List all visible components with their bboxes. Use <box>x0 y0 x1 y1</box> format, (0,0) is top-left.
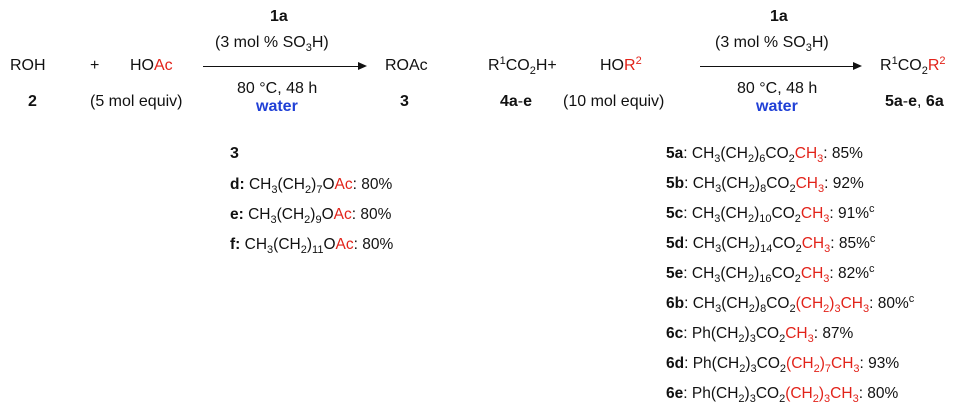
left-list-item: e: CH3(CH2)9OAc: 80% <box>230 206 392 226</box>
conditions-left: 80 °C, 48 h <box>237 80 318 97</box>
compound-number-5a-e-6a: 5a-e, 6a <box>885 93 944 110</box>
right-list-item: 6e: Ph(CH2)3CO2(CH2)3CH3: 80% <box>666 385 899 405</box>
solvent-water-left: water <box>256 98 298 115</box>
right-list-item: 5c: CH3(CH2)10CO2CH3: 91%c <box>666 203 875 225</box>
catalyst-loading-right: (3 mol % SO3H) <box>715 34 829 54</box>
reactant-equiv-right: (10 mol equiv) <box>563 93 665 110</box>
reactant-hoac: HOAc <box>130 57 173 74</box>
reactant-hor2: HOR2 <box>600 55 642 74</box>
product-roac: ROAc <box>385 57 428 74</box>
solvent-water-right: water <box>756 98 798 115</box>
right-list-item: 5a: CH3(CH2)6CO2CH3: 85% <box>666 145 863 165</box>
catalyst-label-right: 1a <box>770 8 788 25</box>
right-list-item: 5d: CH3(CH2)14CO2CH3: 85%c <box>666 233 876 255</box>
right-list-item: 6d: Ph(CH2)3CO2(CH2)7CH3: 93% <box>666 355 900 375</box>
left-list-item: d: CH3(CH2)7OAc: 80% <box>230 176 393 196</box>
plus-sign: + <box>90 57 100 74</box>
reactant-equiv: (5 mol equiv) <box>90 93 183 110</box>
product-r1co2r2: R1CO2R2 <box>880 55 946 77</box>
catalyst-label: 1a <box>270 8 288 25</box>
left-list-item: f: CH3(CH2)11OAc: 80% <box>230 236 394 256</box>
reaction-arrow-left <box>203 62 367 70</box>
left-list-header: 3 <box>230 145 239 162</box>
reactant-r1co2h: R1CO2H+ <box>488 55 557 77</box>
right-list-item: 5e: CH3(CH2)16CO2CH3: 82%c <box>666 263 875 285</box>
compound-number-2: 2 <box>28 93 37 110</box>
catalyst-loading: (3 mol % SO3H) <box>215 34 329 54</box>
compound-number-4a-e: 4a-e <box>500 93 533 110</box>
right-list-item: 6c: Ph(CH2)3CO2CH3: 87% <box>666 325 854 345</box>
compound-number-3: 3 <box>400 93 409 110</box>
reactant-roh: ROH <box>10 57 46 74</box>
right-list-item: 6b: CH3(CH2)8CO2(CH2)3CH3: 80%c <box>666 293 915 315</box>
reaction-arrow-right <box>700 62 862 70</box>
right-list-item: 5b: CH3(CH2)8CO2CH3: 92% <box>666 175 864 195</box>
conditions-right: 80 °C, 48 h <box>737 80 818 97</box>
